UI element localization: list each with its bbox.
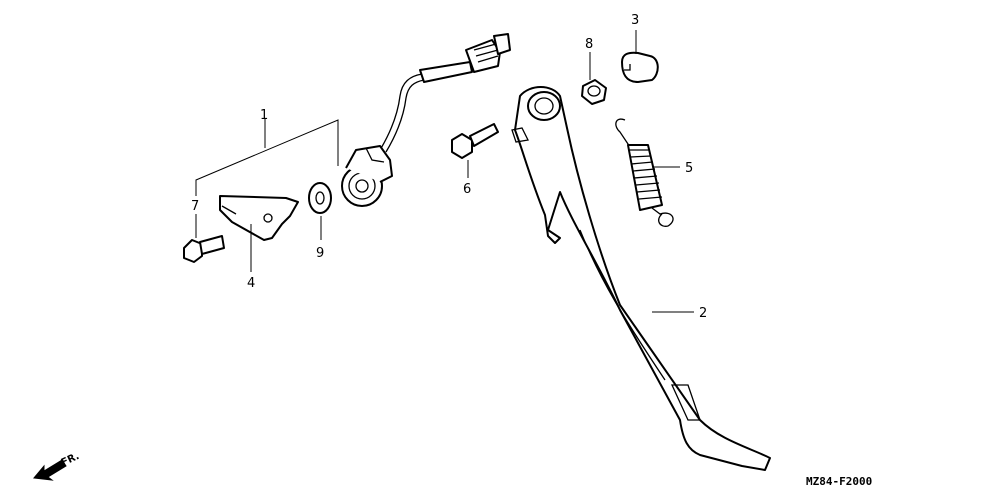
pivot-bolt [451,123,499,159]
callout-2: 2 [699,306,707,321]
bracket-plate [219,195,299,241]
stand-switch [341,33,511,207]
callout-9: 9 [316,246,324,261]
washer [308,182,332,214]
direction-label: FR. [60,451,81,469]
callout-7: 7 [191,199,199,214]
arrow-icon [33,459,67,481]
callout-3: 3 [631,13,639,28]
callout-4: 4 [247,276,255,291]
leader-lines [195,30,694,313]
diagram-code: MZ84-F2000 [806,475,872,488]
callout-5: 5 [685,161,693,176]
nut [581,79,607,105]
bolt [183,235,225,263]
side-stand [511,86,771,471]
callout-6: 6 [463,182,471,197]
cap [621,51,659,83]
front-direction-indicator: FR. [33,451,81,481]
stand-spring [615,118,674,227]
callout-8: 8 [585,37,593,52]
callouts: 1 2 3 4 5 6 7 8 9 [191,13,707,321]
callout-1: 1 [260,108,268,123]
